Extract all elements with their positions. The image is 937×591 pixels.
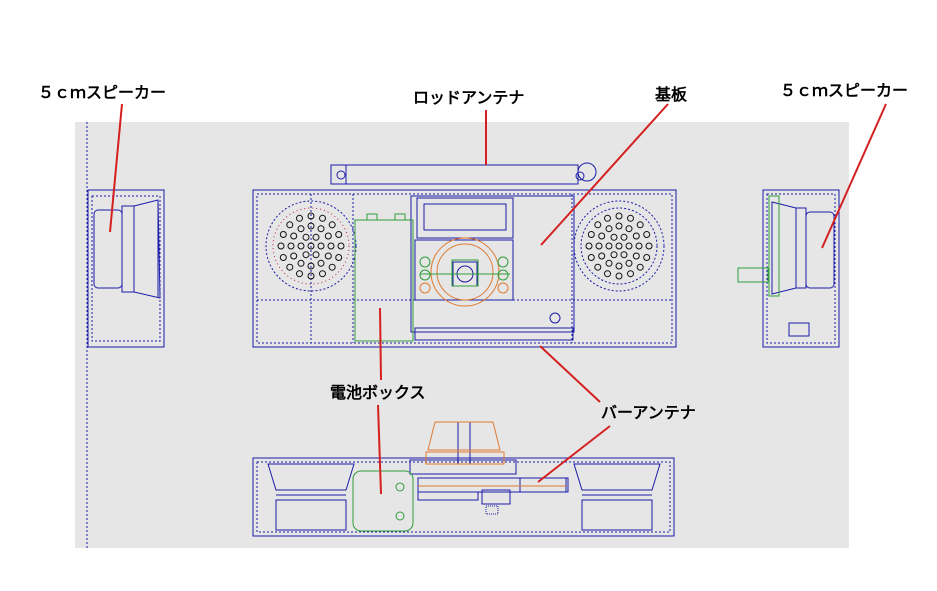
grille-hole	[585, 242, 593, 250]
grille-hole	[632, 252, 640, 260]
top-view-tuner	[418, 421, 566, 515]
grille-hole	[610, 233, 618, 241]
grille-hole	[594, 263, 602, 271]
label-bar-antenna: バーアンテナ	[601, 403, 696, 422]
grille-hole	[327, 242, 335, 250]
grille-hole	[286, 221, 294, 229]
grille-hole	[610, 251, 618, 259]
leader-lines	[109, 103, 887, 495]
leader-board	[540, 103, 669, 246]
grille-hole	[625, 259, 633, 267]
grille-hole	[317, 242, 325, 250]
grille-hole	[302, 251, 310, 259]
label-rod-antenna: ロッドアンテナ	[413, 88, 524, 107]
grille-hole	[605, 242, 613, 250]
grille-hole	[302, 233, 310, 241]
grille-hole	[279, 254, 287, 261]
grille-hole	[625, 242, 633, 250]
leader-battery	[379, 307, 382, 381]
grille-hole	[279, 231, 287, 238]
grille-hole	[290, 252, 298, 260]
grille-hole	[595, 242, 603, 250]
grille-hole	[335, 254, 343, 261]
grille-hole	[643, 231, 651, 238]
grille-hole	[307, 272, 315, 280]
grille-hole	[324, 232, 332, 240]
grille-hole	[296, 270, 303, 278]
grille-hole	[605, 225, 613, 233]
grille-hole	[615, 272, 623, 280]
grille-hole	[297, 242, 305, 250]
grille-hole	[615, 242, 623, 250]
grille-hole	[277, 242, 285, 250]
grille-hole	[627, 270, 634, 278]
drawing-panel	[75, 122, 849, 548]
grille-hole	[324, 252, 332, 260]
grille-hole	[317, 259, 325, 267]
grille-hole	[296, 214, 303, 222]
grille-hole	[297, 259, 305, 267]
leader-speaker-left	[109, 103, 123, 233]
label-speaker-right: ５ｃｍスピーカー	[780, 81, 908, 100]
leader-battery-2	[377, 404, 382, 495]
grille-hole	[635, 242, 643, 250]
grille-hole	[632, 232, 640, 240]
grille-hole	[319, 214, 326, 222]
grille-hole	[645, 242, 653, 250]
grille-hole	[307, 212, 315, 220]
grille-hole	[287, 242, 295, 250]
label-board: 基板	[654, 85, 688, 104]
grille-hole	[615, 222, 623, 230]
grille-hole	[604, 270, 611, 278]
grille-hole	[587, 254, 595, 261]
grille-hole	[307, 242, 315, 250]
grille-hole	[627, 214, 634, 222]
grille-hole	[337, 242, 345, 250]
grille-hole	[643, 254, 651, 261]
grille-hole	[312, 251, 320, 259]
grille-hole	[307, 262, 315, 270]
grille-hole	[615, 212, 623, 220]
grille-hole	[605, 259, 613, 267]
grille-hole	[328, 263, 336, 271]
leader-bar-antenna-2	[537, 425, 611, 483]
grille-hole	[319, 270, 326, 278]
label-speaker-left: ５ｃｍスピーカー	[38, 83, 166, 102]
grille-hole	[587, 231, 595, 238]
grille-hole	[625, 225, 633, 233]
leader-bar-antenna	[539, 345, 601, 403]
grille-hole	[317, 225, 325, 233]
left-speaker-side-view	[87, 189, 165, 348]
front-right-speaker-grille	[573, 200, 665, 292]
grille-hole	[598, 252, 606, 260]
grille-hole	[615, 262, 623, 270]
battery-box-top	[352, 470, 414, 532]
grille-hole	[328, 221, 336, 229]
grille-hole	[594, 221, 602, 229]
grille-hole	[335, 231, 343, 238]
grille-hole	[620, 233, 628, 241]
grille-hole	[290, 232, 298, 240]
battery-box-front	[354, 213, 414, 342]
grille-hole	[286, 263, 294, 271]
tuner-module	[419, 237, 510, 307]
grille-hole	[620, 251, 628, 259]
grille-hole	[312, 233, 320, 241]
grille-hole	[307, 222, 315, 230]
label-battery-box: 電池ボックス	[330, 383, 426, 402]
top-view-body	[252, 421, 675, 537]
grille-hole	[604, 214, 611, 222]
grille-hole	[636, 263, 644, 271]
leader-speaker-right	[821, 103, 887, 249]
front-view-body	[252, 162, 677, 348]
grille-hole	[297, 225, 305, 233]
grille-hole	[636, 221, 644, 229]
front-left-speaker-grille	[265, 200, 357, 292]
right-speaker-side-view	[737, 189, 840, 348]
grille-hole	[598, 232, 606, 240]
